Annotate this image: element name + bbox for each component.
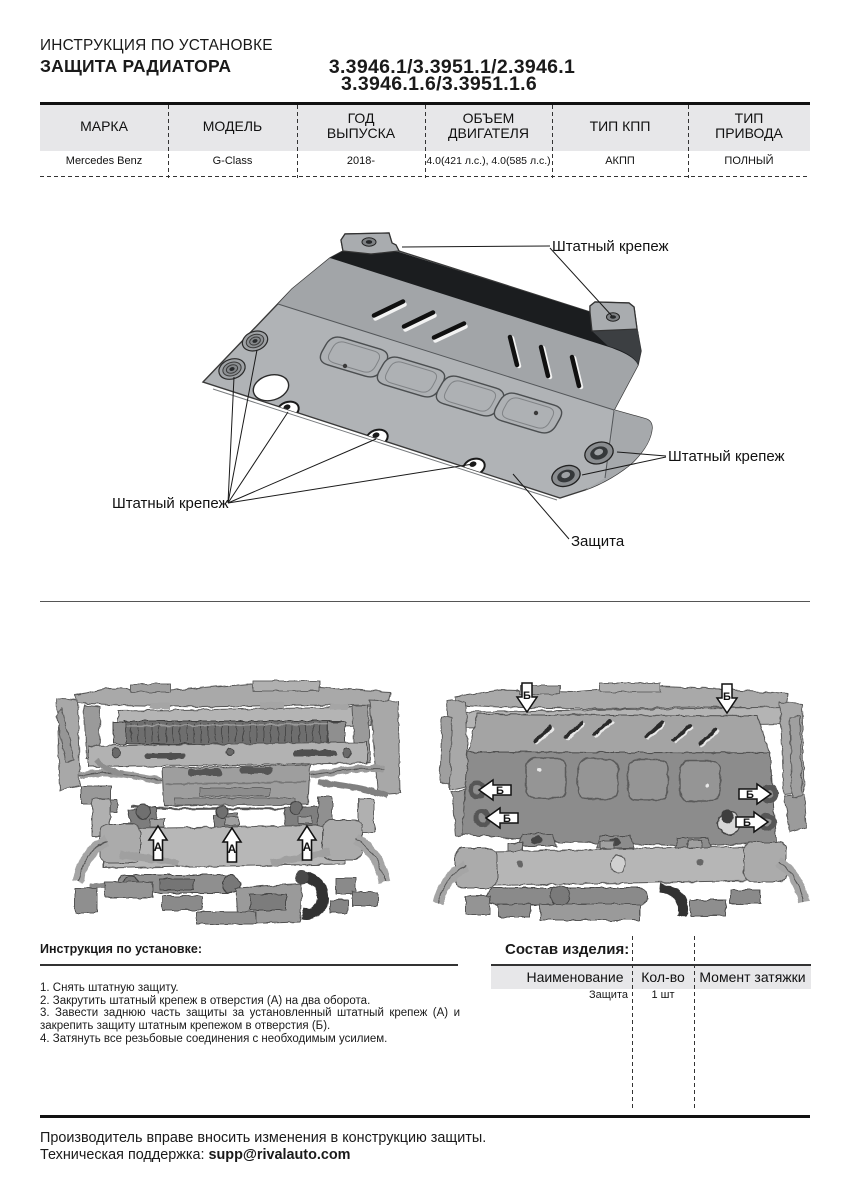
svg-text:Б: Б xyxy=(503,813,511,825)
svg-text:Б: Б xyxy=(496,785,504,797)
svg-text:Б: Б xyxy=(723,691,731,703)
svg-text:Б: Б xyxy=(743,817,751,829)
svg-text:Б: Б xyxy=(746,789,754,801)
svg-text:А: А xyxy=(303,840,312,854)
svg-text:Б: Б xyxy=(523,690,531,702)
svg-text:Штатный крепеж: Штатный крепеж xyxy=(668,448,785,465)
svg-text:Защита: Защита xyxy=(571,533,625,550)
svg-text:Штатный крепеж: Штатный крепеж xyxy=(112,495,229,512)
svg-text:Штатный крепеж: Штатный крепеж xyxy=(552,238,669,255)
svg-text:А: А xyxy=(228,842,237,856)
svg-text:А: А xyxy=(154,840,163,854)
